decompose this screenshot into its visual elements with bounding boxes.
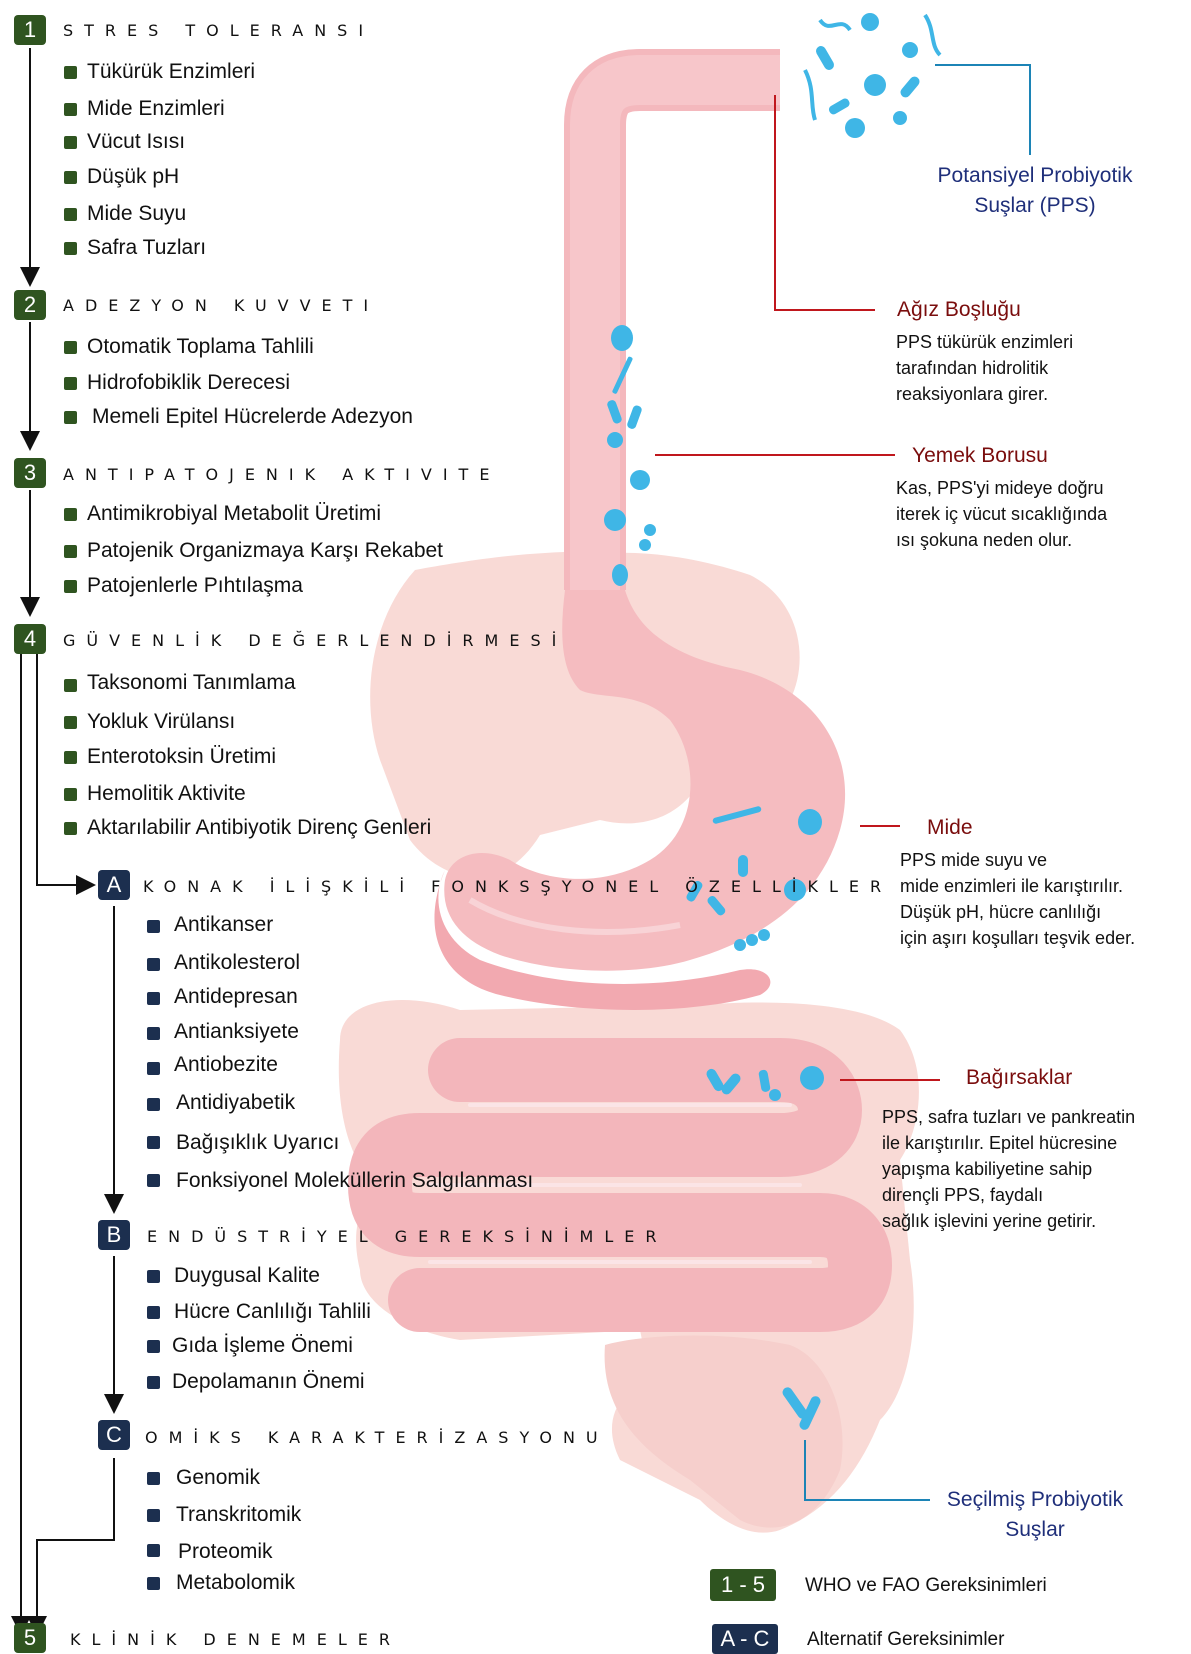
section-title-safety: GÜVENLİK DEĞERLENDİRMESİ [63,631,567,650]
organ-desc-intestines: PPS, safra tuzları ve pankreatin ile kar… [882,1104,1182,1234]
organ-title-mouth: Ağız Boşluğu [897,298,1021,322]
section-badge-3: 3 [14,458,46,488]
list-item: Antikanser [174,913,273,937]
list-item: Düşük pH [87,165,179,189]
section-badge-4: 4 [14,624,46,654]
bullet [64,788,77,801]
organ-desc-stomach: PPS mide suyu ve mide enzimleri ile karı… [900,847,1190,951]
bullet [147,1136,160,1149]
list-item: Enterotoksin Üretimi [87,745,276,769]
flow-arrows [21,48,114,1632]
list-item: Vücut Isısı [87,130,185,154]
bullet [64,822,77,835]
list-item: Patojenik Organizmaya Karşı Rekabet [87,539,443,563]
list-item: Otomatik Toplama Tahlili [87,335,314,359]
bullet [147,1306,160,1319]
legend-badge-alt: A - C [712,1624,778,1654]
bullet [147,1509,160,1522]
list-item: Aktarılabilir Antibiyotik Direnç Genleri [87,816,431,840]
bullet [147,1027,160,1040]
list-item: Gıda İşleme Önemi [172,1334,353,1358]
list-item: Hemolitik Aktivite [87,782,246,806]
section-title-stress: STRES TOLERANSI [63,21,374,40]
list-item: Transkritomik [176,1503,301,1527]
bullet [64,136,77,149]
list-item: Duygusal Kalite [174,1264,320,1288]
section-title-clinical: KLİNİK DENEMELER [70,1630,401,1649]
bullet [147,1340,160,1353]
bullet [147,1098,160,1111]
bullet [64,716,77,729]
bullet [147,1062,160,1075]
bullet [147,1376,160,1389]
list-item: Proteomik [178,1540,273,1564]
section-badge-2: 2 [14,290,46,320]
bullet [64,208,77,221]
bullet [147,1270,160,1283]
alt-badge-a: A [98,870,130,900]
list-item: Patojenlerle Pıhtılaşma [87,574,303,598]
organ-title-esophagus: Yemek Borusu [912,444,1048,468]
bullet [64,171,77,184]
legend-badge-who: 1 - 5 [710,1569,776,1601]
alt-title-industrial: ENDÜSTRİYEL GEREKSİNİMLER [147,1227,668,1246]
list-item: Genomik [176,1466,260,1490]
bullet [147,958,160,971]
bullet [64,66,77,79]
alt-badge-b: B [98,1220,130,1250]
list-item: Mide Suyu [87,202,186,226]
list-item: Antianksiyete [174,1020,299,1044]
list-item: Antikolesterol [174,951,300,975]
list-item: Yokluk Virülansı [87,710,235,734]
list-item: Bağışıklık Uyarıcı [176,1131,339,1155]
list-item: Memeli Epitel Hücrelerde Adezyon [92,405,413,429]
alt-title-host: KONAK İLİŞKİLİ FONKSŞYONEL ÖZELLİKLER [143,877,892,896]
bullet [147,1577,160,1590]
list-item: Safra Tuzları [87,236,206,260]
alt-badge-c: C [98,1420,130,1450]
bullet [64,341,77,354]
bullet [147,1472,160,1485]
bullet [147,992,160,1005]
section-title-adhesion: ADEZYON KUVVETI [63,296,379,315]
bullet [64,242,77,255]
alt-title-omics: OMİKS KARAKTERİZASYONU [145,1428,609,1447]
selected-strains-label: Seçilmiş Probiyotik Suşlar [920,1485,1150,1545]
bullet [147,920,160,933]
list-item: Taksonomi Tanımlama [87,671,296,695]
bullet [64,103,77,116]
bullet [64,679,77,692]
bullet [64,751,77,764]
list-item: Antidiyabetik [176,1091,295,1115]
list-item: Tükürük Enzimleri [87,60,255,84]
organ-title-stomach: Mide [927,816,973,840]
bullet [147,1544,160,1557]
list-item: Metabolomik [176,1571,295,1595]
organ-title-intestines: Bağırsaklar [966,1066,1072,1090]
legend-text-who: WHO ve FAO Gereksinimleri [805,1575,1047,1597]
bullet [64,508,77,521]
bullet [64,580,77,593]
bullet [64,377,77,390]
organ-desc-esophagus: Kas, PPS'yi mideye doğru iterek iç vücut… [896,475,1176,553]
organ-desc-mouth: PPS tükürük enzimleri tarafından hidroli… [896,329,1156,407]
list-item: Depolamanın Önemi [172,1370,365,1394]
bullet [64,545,77,558]
list-item: Fonksiyonel Moleküllerin Salgılanması [176,1169,533,1193]
list-item: Mide Enzimleri [87,97,225,121]
bullet [147,1174,160,1187]
microbe-cluster-mouth [805,13,940,138]
list-item: Hidrofobiklik Derecesi [87,371,290,395]
list-item: Antidepresan [174,985,298,1009]
list-item: Hücre Canlılığı Tahlili [174,1300,371,1324]
legend-text-alt: Alternatif Gereksinimler [807,1629,1004,1651]
bullet [64,411,77,424]
section-badge-1: 1 [14,15,46,45]
list-item: Antiobezite [174,1053,278,1077]
list-item: Antimikrobiyal Metabolit Üretimi [87,502,381,526]
section-badge-5: 5 [14,1623,46,1653]
pps-label: Potansiyel Probiyotik Suşlar (PPS) [920,161,1150,221]
section-title-antipathogenic: ANTIPATOJENIK AKTIVITE [63,465,500,484]
